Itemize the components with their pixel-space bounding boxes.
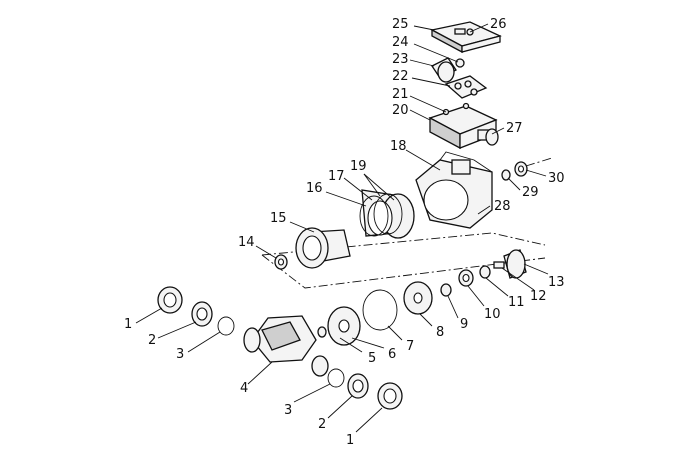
callout-15: 15	[270, 211, 287, 226]
callout-20: 20	[392, 103, 409, 118]
capacitor-part-23	[431, 57, 457, 83]
callout-9: 9	[460, 317, 468, 332]
callout-24: 24	[392, 35, 409, 50]
callout-25: 25	[392, 17, 409, 32]
callout-5: 5	[368, 351, 376, 366]
bearing-part-10	[458, 269, 474, 287]
callout-17: 17	[328, 169, 345, 184]
union-part-2-right	[347, 373, 369, 399]
washer-part-5	[317, 326, 327, 338]
cable-gland-part-27	[477, 128, 499, 146]
callout-labels: 1 2 3 4 1 2 3 5 6 7 8 9 10 11 12 13 14 1…	[124, 17, 565, 448]
callout-19: 19	[350, 159, 367, 174]
nut-part-30	[514, 161, 528, 177]
terminal-box-cover-part-25	[430, 21, 502, 54]
callout-4: 4	[240, 381, 248, 396]
callout-3-right: 3	[284, 403, 292, 418]
terminal-box-base-part-20	[428, 105, 498, 150]
callout-26: 26	[490, 17, 507, 32]
union-part-2-left	[191, 301, 213, 327]
callout-12: 12	[530, 289, 547, 304]
callout-8: 8	[436, 325, 444, 340]
callout-22: 22	[392, 69, 409, 84]
callout-30: 30	[548, 171, 565, 186]
motor-housing-part-18	[415, 151, 493, 229]
callout-27: 27	[506, 121, 523, 136]
callout-1-right: 1	[346, 433, 354, 448]
callout-21: 21	[392, 87, 409, 102]
washer-part-9	[440, 283, 452, 297]
flange-part-15	[295, 227, 351, 269]
gasket-part-7	[362, 289, 398, 331]
callout-29: 29	[522, 185, 539, 200]
o-rings-part-19	[359, 193, 403, 237]
callout-18: 18	[390, 139, 407, 154]
callout-23: 23	[392, 52, 409, 67]
union-nut-part-1-right	[377, 382, 403, 410]
bearing-part-11	[479, 265, 491, 279]
plate-part-6	[327, 306, 361, 346]
screw-part-24	[455, 58, 465, 68]
terminal-block-part-22	[444, 75, 488, 99]
callout-28: 28	[494, 199, 511, 214]
callout-16: 16	[306, 181, 323, 196]
impeller-part-8	[403, 281, 433, 315]
callout-2-right: 2	[318, 417, 326, 432]
leader-lines	[135, 23, 549, 433]
shaft-part-12	[493, 261, 505, 269]
callout-11: 11	[508, 295, 525, 310]
callout-13: 13	[548, 275, 565, 290]
axis-line	[525, 157, 553, 167]
callout-1-left: 1	[124, 317, 132, 332]
union-nut-part-1-left	[157, 286, 183, 314]
callout-10: 10	[484, 307, 501, 322]
washer-part-29	[501, 169, 511, 181]
seal-part-3-right	[327, 368, 345, 388]
pump-body-part-4	[243, 315, 329, 377]
callout-3-left: 3	[176, 347, 184, 362]
washer-part-14	[274, 254, 288, 270]
callout-7: 7	[406, 339, 414, 354]
rotor-part-13	[503, 249, 527, 279]
seal-part-3-left	[217, 316, 235, 336]
callout-2-left: 2	[148, 333, 156, 348]
callout-14: 14	[238, 235, 255, 250]
callout-6: 6	[388, 347, 396, 362]
